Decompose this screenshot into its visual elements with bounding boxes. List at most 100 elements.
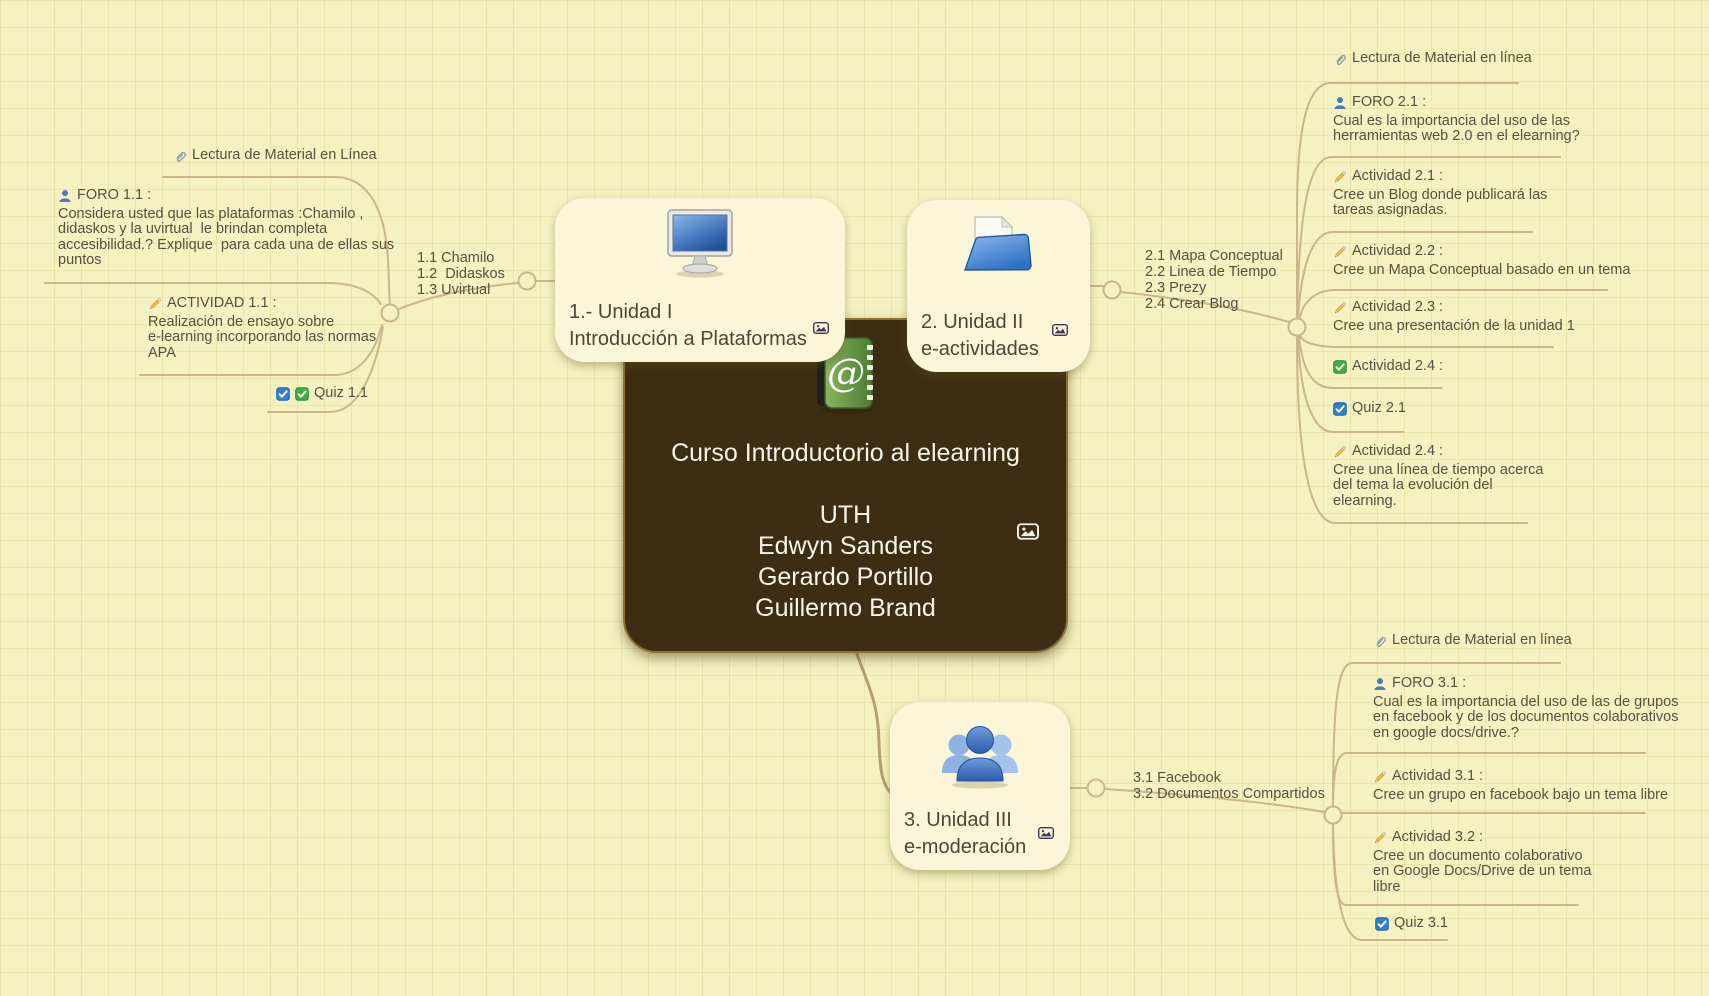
paperclip-icon bbox=[1373, 634, 1387, 648]
topic-body: Cree un documento colaborativo en Google… bbox=[1373, 847, 1592, 895]
topic-actividad-2-1[interactable]: Actividad 2.1 : Cree un Blog donde publi… bbox=[1333, 168, 1548, 219]
topic-actividad-3-1[interactable]: Actividad 3.1 : Cree un grupo en faceboo… bbox=[1373, 768, 1669, 803]
green-checkbox-icon[interactable] bbox=[295, 387, 309, 401]
topic-actividad-2-4[interactable]: Actividad 2.4 : Cree una línea de tiempo… bbox=[1333, 443, 1544, 509]
pencil-icon bbox=[1333, 301, 1347, 315]
pencil-icon bbox=[1373, 831, 1387, 845]
topic-body: Realización de ensayo sobre e-learning i… bbox=[148, 313, 377, 361]
topic-title: Quiz 3.1 bbox=[1394, 915, 1448, 931]
pencil-icon bbox=[1373, 770, 1387, 784]
topic-title: Actividad 3.1 : bbox=[1392, 768, 1484, 784]
list-node-unit2-activities[interactable]: 2.1 Mapa Conceptual 2.2 Linea de Tiempo … bbox=[1145, 248, 1283, 312]
topic-quiz-3-1[interactable]: Quiz 3.1 bbox=[1375, 915, 1448, 932]
green-checkbox-icon[interactable] bbox=[1333, 360, 1347, 374]
topic-title: FORO 3.1 : bbox=[1392, 675, 1467, 691]
topic-quiz-1-1[interactable]: Quiz 1.1 bbox=[276, 385, 368, 402]
topic-title-row: Lectura de Material en Línea bbox=[173, 147, 377, 164]
topic-foro-3-1[interactable]: FORO 3.1 : Cual es la importancia del us… bbox=[1373, 675, 1679, 741]
list-text: 2.1 Mapa Conceptual 2.2 Linea de Tiempo … bbox=[1145, 248, 1283, 312]
pencil-icon bbox=[1333, 170, 1347, 184]
topic-actividad-3-2[interactable]: Actividad 3.2 : Cree un documento colabo… bbox=[1373, 829, 1592, 895]
topic-foro-2-1[interactable]: FORO 2.1 : Cual es la importancia del us… bbox=[1333, 94, 1580, 145]
node-label-unidad-1: 1.- Unidad I Introducción a Plataformas bbox=[569, 301, 807, 350]
image-icon[interactable] bbox=[1038, 827, 1054, 839]
topic-title-row: Lectura de Material en línea bbox=[1373, 632, 1572, 649]
topic-title: ACTIVIDAD 1.1 : bbox=[167, 295, 277, 311]
pencil-icon bbox=[1333, 445, 1347, 459]
topic-title-row: ACTIVIDAD 1.1 : bbox=[148, 295, 376, 312]
paperclip-icon bbox=[1333, 52, 1347, 66]
address-book-at-icon: @ bbox=[817, 337, 873, 414]
topic-title-row: Actividad 2.4 : bbox=[1333, 443, 1543, 460]
pencil-icon bbox=[1333, 245, 1347, 259]
computer-monitor-icon bbox=[667, 209, 733, 278]
topic-body: Cree un Mapa Conceptual basado en un tem… bbox=[1333, 261, 1631, 278]
topic-title-row: FORO 3.1 : bbox=[1373, 675, 1679, 692]
topic-body: Cree un Blog donde publicará las tareas … bbox=[1333, 186, 1548, 218]
topic-title: FORO 2.1 : bbox=[1352, 94, 1427, 110]
topic-title-row: Actividad 3.2 : bbox=[1373, 829, 1591, 846]
topic-body: Cree un grupo en facebook bajo un tema l… bbox=[1373, 786, 1669, 803]
blue-checkbox-icon[interactable] bbox=[1333, 402, 1347, 416]
node-label-unidad-3: 3. Unidad III e-moderación bbox=[904, 809, 1027, 858]
topic-title-row: Quiz 1.1 bbox=[276, 385, 368, 402]
node-unidad-3[interactable]: 3. Unidad III e-moderación bbox=[890, 702, 1070, 870]
topic-body: Cree una presentación de la unidad 1 bbox=[1333, 317, 1575, 334]
topic-title-row: Actividad 2.1 : bbox=[1333, 168, 1547, 185]
topic-title: Actividad 2.1 : bbox=[1352, 168, 1444, 184]
node-unidad-1[interactable]: 1.- Unidad I Introducción a Plataformas bbox=[555, 198, 845, 362]
topic-lectura-2[interactable]: Lectura de Material en línea bbox=[1333, 50, 1532, 67]
topic-title: Lectura de Material en línea bbox=[1352, 50, 1532, 66]
topic-actividad-1-1[interactable]: ACTIVIDAD 1.1 : Realización de ensayo so… bbox=[148, 295, 377, 361]
topic-title-row: Lectura de Material en línea bbox=[1333, 50, 1532, 67]
image-icon[interactable] bbox=[1052, 324, 1068, 336]
topic-title-row: Actividad 3.1 : bbox=[1373, 768, 1668, 785]
topic-title: Quiz 1.1 bbox=[314, 385, 368, 401]
paperclip-icon bbox=[173, 149, 187, 163]
topic-title-row: Actividad 2.3 : bbox=[1333, 299, 1575, 316]
blue-checkbox-icon[interactable] bbox=[276, 387, 290, 401]
topic-title: Actividad 2.3 : bbox=[1352, 299, 1444, 315]
open-folder-icon bbox=[963, 215, 1032, 271]
node-unidad-2[interactable]: 2. Unidad II e-actividades bbox=[907, 200, 1090, 372]
topic-quiz-2-1[interactable]: Quiz 2.1 bbox=[1333, 400, 1406, 417]
person-icon bbox=[1373, 677, 1387, 691]
node-label-unidad-2: 2. Unidad II e-actividades bbox=[921, 311, 1039, 360]
person-icon bbox=[1333, 96, 1347, 110]
people-group-icon bbox=[942, 726, 1018, 789]
topic-title: Lectura de Material en Línea bbox=[192, 147, 377, 163]
topic-actividad-2-3[interactable]: Actividad 2.3 : Cree una presentación de… bbox=[1333, 299, 1575, 334]
topic-body: Cual es la importancia del uso de las de… bbox=[1373, 693, 1679, 741]
topic-title-row: FORO 1.1 : bbox=[58, 187, 394, 204]
image-icon[interactable] bbox=[1017, 523, 1039, 540]
topic-body: Cree una línea de tiempo acerca del tema… bbox=[1333, 461, 1544, 509]
central-topic-members: UTH Edwyn Sanders Gerardo Portillo Guill… bbox=[755, 501, 936, 622]
topic-foro-1-1[interactable]: FORO 1.1 : Considera usted que las plata… bbox=[58, 187, 395, 269]
topic-title: Actividad 2.2 : bbox=[1352, 243, 1444, 259]
central-topic-node[interactable]: @ Curso Introductorio al elearning UTH E… bbox=[623, 318, 1068, 653]
list-text: 1.1 Chamilo 1.2 Didaskos 1.3 Uvirtual bbox=[417, 250, 505, 298]
topic-actividad-2-4-done[interactable]: Actividad 2.4 : bbox=[1333, 358, 1443, 375]
person-icon bbox=[58, 189, 72, 203]
topic-body: Cual es la importancia del uso de las he… bbox=[1333, 112, 1580, 144]
list-node-unit1-platforms[interactable]: 1.1 Chamilo 1.2 Didaskos 1.3 Uvirtual bbox=[417, 250, 505, 298]
image-icon[interactable] bbox=[813, 322, 829, 334]
topic-title: FORO 1.1 : bbox=[77, 187, 152, 203]
topic-title-row: Actividad 2.4 : bbox=[1333, 358, 1443, 375]
topic-title: Actividad 2.4 : bbox=[1352, 443, 1444, 459]
topic-body: Considera usted que las plataformas :Cha… bbox=[58, 205, 395, 268]
central-topic-title: Curso Introductorio al elearning bbox=[671, 439, 1020, 467]
topic-title: Actividad 3.2 : bbox=[1392, 829, 1484, 845]
list-node-unit3-tools[interactable]: 3.1 Facebook 3.2 Documentos Compartidos bbox=[1133, 770, 1325, 802]
topic-actividad-2-2[interactable]: Actividad 2.2 : Cree un Mapa Conceptual … bbox=[1333, 243, 1631, 278]
topic-title: Quiz 2.1 bbox=[1352, 400, 1406, 416]
topic-title: Lectura de Material en línea bbox=[1392, 632, 1572, 648]
topic-lectura-1[interactable]: Lectura de Material en Línea bbox=[173, 147, 377, 164]
at-glyph: @ bbox=[827, 351, 865, 395]
topic-lectura-3[interactable]: Lectura de Material en línea bbox=[1373, 632, 1572, 649]
blue-checkbox-icon[interactable] bbox=[1375, 917, 1389, 931]
topic-title-row: Quiz 3.1 bbox=[1375, 915, 1448, 932]
topic-title-row: Quiz 2.1 bbox=[1333, 400, 1406, 417]
pencil-icon bbox=[148, 297, 162, 311]
